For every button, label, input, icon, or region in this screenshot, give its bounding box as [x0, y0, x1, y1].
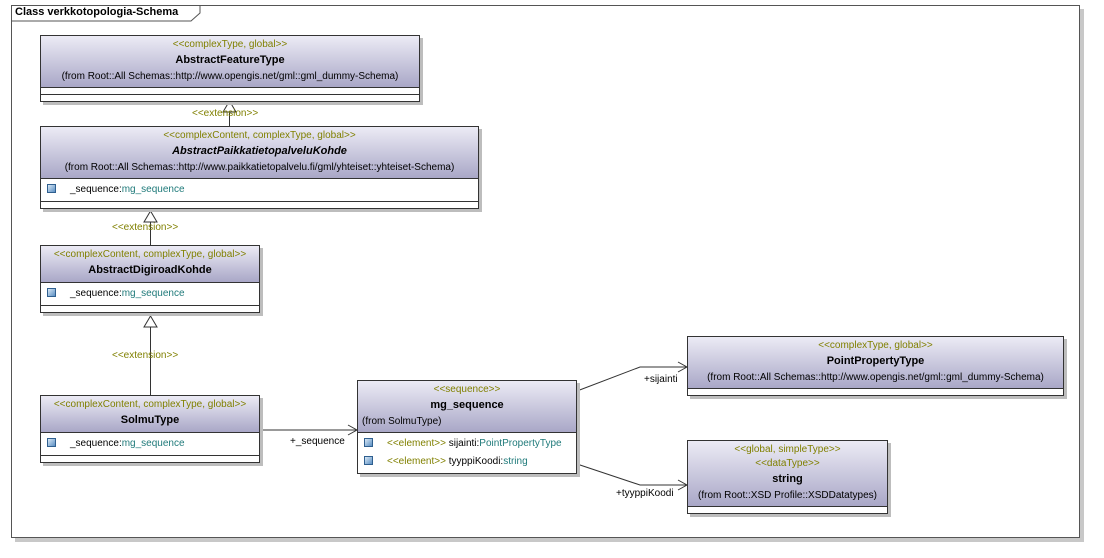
class-stereotype: <<complexContent, complexType, global>>	[163, 130, 356, 141]
attribute-name: sijainti	[448, 438, 477, 449]
attribute-compartment: _sequence:mg_sequence	[41, 283, 259, 305]
class-string[interactable]: <<global, simpleType>> <<dataType>> stri…	[687, 440, 888, 514]
role-label-sequence: +_sequence	[290, 436, 345, 447]
attribute-compartment	[688, 507, 887, 513]
frame-tab-outline	[11, 5, 201, 22]
attribute-type: mg_sequence	[121, 438, 185, 449]
class-name: AbstractPaikkatietopalveluKohde	[172, 145, 347, 157]
class-stereotype: <<complexContent, complexType, global>>	[53, 249, 247, 260]
attribute-name: _sequence	[70, 288, 119, 299]
class-abstract-paikkatietopalvelu-kohde[interactable]: <<complexContent, complexType, global>> …	[40, 126, 479, 209]
attribute-icon	[364, 438, 373, 447]
diagram-title: Class verkkotopologia-Schema	[15, 6, 179, 18]
attribute-compartment: _sequence:mg_sequence	[41, 179, 478, 201]
class-name: SolmuType	[120, 414, 180, 426]
attribute-row-sijainti[interactable]: <<element>> sijainti:PointPropertyType	[358, 433, 576, 455]
class-stereotype-secondary: <<dataType>>	[755, 458, 820, 469]
class-header: <<complexContent, complexType, global>> …	[41, 396, 259, 433]
attribute-icon	[47, 438, 56, 447]
operation-compartment	[41, 201, 478, 208]
attribute-compartment	[688, 389, 1063, 395]
attribute-compartment: _sequence:mg_sequence	[41, 433, 259, 455]
class-header: <<complexType, global>> AbstractFeatureT…	[41, 36, 419, 88]
class-namespace: (from Root::All Schemas::http://www.open…	[61, 71, 399, 82]
attribute-name: tyyppiKoodi	[448, 456, 501, 467]
operation-compartment	[41, 455, 259, 462]
attribute-stereotype: <<element>>	[387, 438, 446, 449]
class-stereotype: <<complexContent, complexType, global>>	[53, 399, 247, 410]
attribute-icon	[47, 184, 56, 193]
class-header: <<complexType, global>> PointPropertyTyp…	[688, 337, 1063, 389]
class-abstract-feature-type[interactable]: <<complexType, global>> AbstractFeatureT…	[40, 35, 420, 102]
attribute-stereotype: <<element>>	[387, 456, 446, 467]
extension-label-3: <<extension>>	[112, 350, 179, 361]
class-namespace: (from Root::All Schemas::http://www.open…	[707, 372, 1044, 383]
class-namespace: (from Root::XSD Profile::XSDDatatypes)	[698, 490, 877, 501]
attribute-type: string	[503, 456, 528, 467]
attribute-type: mg_sequence	[121, 184, 185, 195]
association-line-sijainti	[576, 366, 687, 392]
operation-compartment	[41, 305, 259, 312]
class-name: AbstractDigiroadKohde	[88, 264, 212, 276]
role-label-sijainti: +sijainti	[644, 374, 678, 385]
class-header: <<sequence>> mg_sequence (from SolmuType…	[358, 381, 576, 433]
class-header: <<global, simpleType>> <<dataType>> stri…	[688, 441, 887, 507]
generalization-arrowhead-2	[143, 210, 158, 223]
class-abstract-digiroad-kohde[interactable]: <<complexContent, complexType, global>> …	[40, 245, 260, 313]
class-name: string	[772, 473, 803, 485]
attribute-type: mg_sequence	[121, 288, 185, 299]
class-name: mg_sequence	[430, 399, 504, 411]
class-namespace: (from SolmuType)	[362, 416, 442, 427]
association-line-tyyppikoodi	[576, 463, 687, 486]
class-namespace: (from Root::All Schemas::http://www.paik…	[64, 162, 455, 173]
attribute-row[interactable]: _sequence:mg_sequence	[41, 433, 259, 455]
attribute-row[interactable]: _sequence:mg_sequence	[41, 179, 478, 201]
class-stereotype: <<sequence>>	[433, 384, 501, 395]
class-header: <<complexContent, complexType, global>> …	[41, 246, 259, 283]
class-mg-sequence[interactable]: <<sequence>> mg_sequence (from SolmuType…	[357, 380, 577, 474]
class-name: AbstractFeatureType	[175, 54, 285, 66]
attribute-row[interactable]: _sequence:mg_sequence	[41, 283, 259, 305]
class-stereotype: <<global, simpleType>>	[734, 444, 841, 455]
attribute-name: _sequence	[70, 184, 119, 195]
attribute-type: PointPropertyType	[479, 438, 562, 449]
class-header: <<complexContent, complexType, global>> …	[41, 127, 478, 179]
generalization-arrowhead-1	[222, 100, 237, 113]
extension-label-1: <<extension>>	[192, 108, 259, 119]
attribute-icon	[364, 456, 373, 465]
attribute-icon	[47, 288, 56, 297]
attribute-compartment: <<element>> sijainti:PointPropertyType <…	[358, 433, 576, 473]
role-label-tyyppikoodi: +tyyppiKoodi	[616, 488, 674, 499]
attribute-row-tyyppikoodi[interactable]: <<element>> tyyppiKoodi:string	[358, 455, 576, 473]
attribute-name: _sequence	[70, 438, 119, 449]
generalization-arrowhead-3	[143, 315, 158, 328]
class-name: PointPropertyType	[826, 355, 925, 367]
class-stereotype: <<complexType, global>>	[818, 340, 933, 351]
class-stereotype: <<complexType, global>>	[172, 39, 288, 50]
extension-label-2: <<extension>>	[112, 222, 179, 233]
class-solmu-type[interactable]: <<complexContent, complexType, global>> …	[40, 395, 260, 463]
operation-compartment	[41, 94, 419, 101]
class-point-property-type[interactable]: <<complexType, global>> PointPropertyTyp…	[687, 336, 1064, 396]
